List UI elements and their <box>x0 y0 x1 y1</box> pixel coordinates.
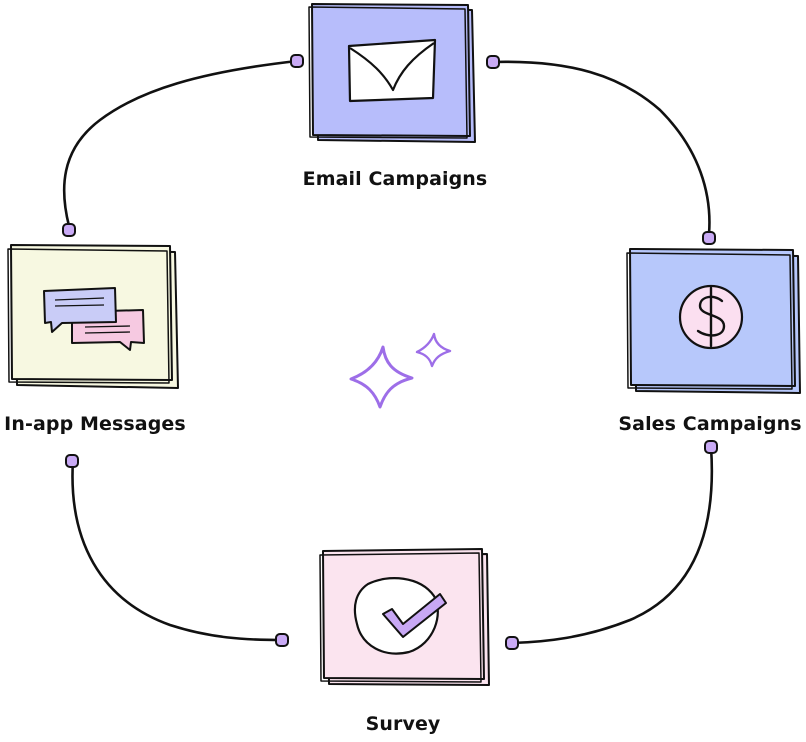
connector-inapp-survey <box>71 458 283 642</box>
dollar-coin-icon <box>678 284 744 350</box>
connector-email-inapp <box>62 59 299 228</box>
label-in-app-messages: In-app Messages <box>4 413 186 435</box>
connector-dots <box>62 54 718 650</box>
dot-survey-left <box>275 633 289 647</box>
connectors <box>62 59 714 645</box>
dot-sales-bottom <box>704 440 718 454</box>
sparkle-icon <box>349 332 452 409</box>
card-survey <box>319 548 490 686</box>
card-sales-campaigns <box>626 248 801 394</box>
envelope-icon <box>347 38 437 103</box>
dot-email-right <box>486 55 500 69</box>
label-email-campaigns: Email Campaigns <box>302 168 488 190</box>
checkmark-icon <box>353 577 447 655</box>
dot-survey-right <box>505 636 519 650</box>
label-survey: Survey <box>365 713 441 735</box>
card-email-campaigns <box>308 3 476 143</box>
connector-sales-survey <box>510 445 714 645</box>
dot-email-left <box>290 54 304 68</box>
dot-inapp-top <box>62 223 76 237</box>
card-in-app-messages <box>7 244 179 389</box>
dot-inapp-bottom <box>65 454 79 468</box>
chat-bubbles-icon <box>43 287 145 351</box>
label-sales-campaigns: Sales Campaigns <box>618 413 802 435</box>
connector-email-sales <box>491 60 711 236</box>
dot-sales-top <box>702 231 716 245</box>
